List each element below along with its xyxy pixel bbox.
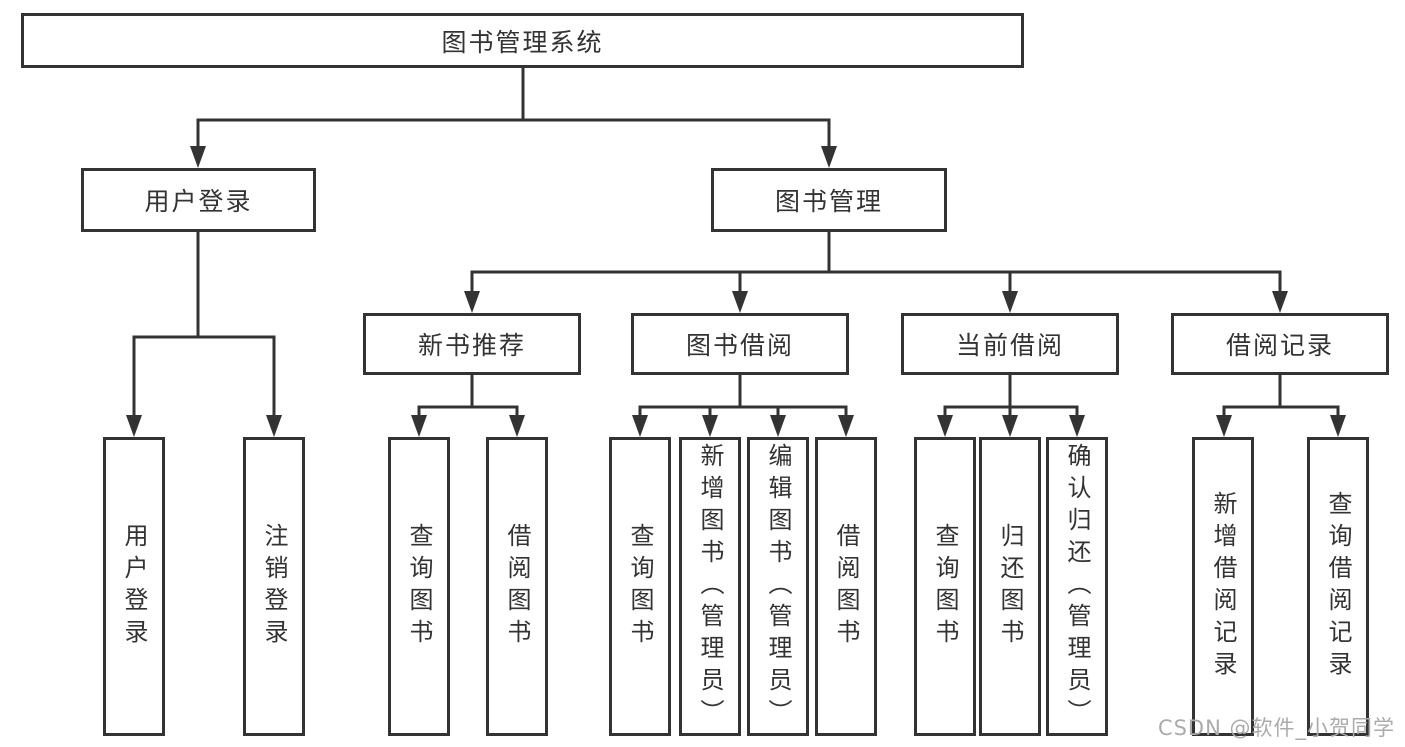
leaf-query-books-borrowing: 查询图书 [609,437,671,736]
arrowhead [464,291,480,313]
arrowhead [821,146,837,168]
leaf-borrow-books-newbook: 借阅图书 [486,437,548,736]
connector-records-to-leaves [1216,373,1346,437]
arrowhead [770,415,786,437]
node-label: 借阅图书 [832,522,860,651]
connector-borrowing-to-leaves [632,373,854,437]
connector-book-mgmt-to-level3 [464,230,1288,313]
node-label: 新书推荐 [417,331,526,360]
arrowhead [1272,291,1288,313]
arrowhead [126,415,142,437]
arrowhead [1069,415,1085,437]
node-user-login: 用户登录 [81,168,316,232]
node-label: 用户登录 [144,187,253,216]
leaf-confirm-return-admin: 确认归还（管理员） [1046,437,1108,736]
arrowhead [1002,415,1018,437]
arrowhead [937,415,953,437]
arrowhead [632,415,648,437]
node-label: 归还图书 [996,522,1024,651]
leaf-add-books-admin: 新增图书（管理员） [679,437,741,736]
arrowhead [1330,415,1346,437]
connector-user-login-to-leaves [126,230,282,437]
leaf-query-borrow-record: 查询借阅记录 [1307,437,1369,736]
node-library-management-system: 图书管理系统 [21,13,1024,68]
connector-current-to-leaves [937,373,1085,437]
node-current-borrowing: 当前借阅 [901,313,1119,375]
leaf-return-books: 归还图书 [979,437,1041,736]
arrowhead [190,146,206,168]
node-label: 用户登录 [120,522,148,651]
node-label: 图书管理系统 [441,27,604,57]
leaf-user-login: 用户登录 [103,437,165,736]
node-book-borrowing: 图书借阅 [631,313,849,375]
node-label: 图书管理 [774,187,883,216]
node-label: 借阅记录 [1225,331,1334,360]
node-label: 编辑图书（管理员） [764,442,792,731]
node-label: 当前借阅 [955,331,1064,360]
arrowhead [1002,291,1018,313]
node-label: 注销登录 [260,522,288,651]
arrowhead [411,415,427,437]
leaf-logout-login: 注销登录 [243,437,305,736]
leaf-borrow-books-borrowing: 借阅图书 [815,437,877,736]
arrowhead [1216,415,1232,437]
node-label: 借阅图书 [503,522,531,651]
node-label: 新增图书（管理员） [696,442,724,731]
node-label: 新增借阅记录 [1209,490,1237,683]
node-label: 确认归还（管理员） [1063,442,1091,731]
arrowhead [838,415,854,437]
node-new-book-recommendation: 新书推荐 [363,313,581,375]
arrowhead [509,415,525,437]
leaf-query-books-newbook: 查询图书 [388,437,450,736]
csdn-watermark: CSDN @软件_小贺同学 [1157,716,1395,740]
node-label: 查询图书 [626,522,654,651]
arrowhead [702,415,718,437]
node-label: 查询借阅记录 [1324,490,1352,683]
node-label: 查询图书 [405,522,433,651]
arrowhead [732,291,748,313]
leaf-edit-books-admin: 编辑图书（管理员） [747,437,809,736]
connector-root-to-level2 [190,66,837,168]
node-book-management: 图书管理 [711,168,947,232]
node-label: 图书借阅 [685,331,794,360]
leaf-add-borrow-record: 新增借阅记录 [1192,437,1254,736]
connector-newbook-to-leaves [411,373,525,437]
node-label: 查询图书 [931,522,959,651]
leaf-query-books-current: 查询图书 [914,437,976,736]
node-borrowing-records: 借阅记录 [1171,313,1389,375]
arrowhead [266,415,282,437]
